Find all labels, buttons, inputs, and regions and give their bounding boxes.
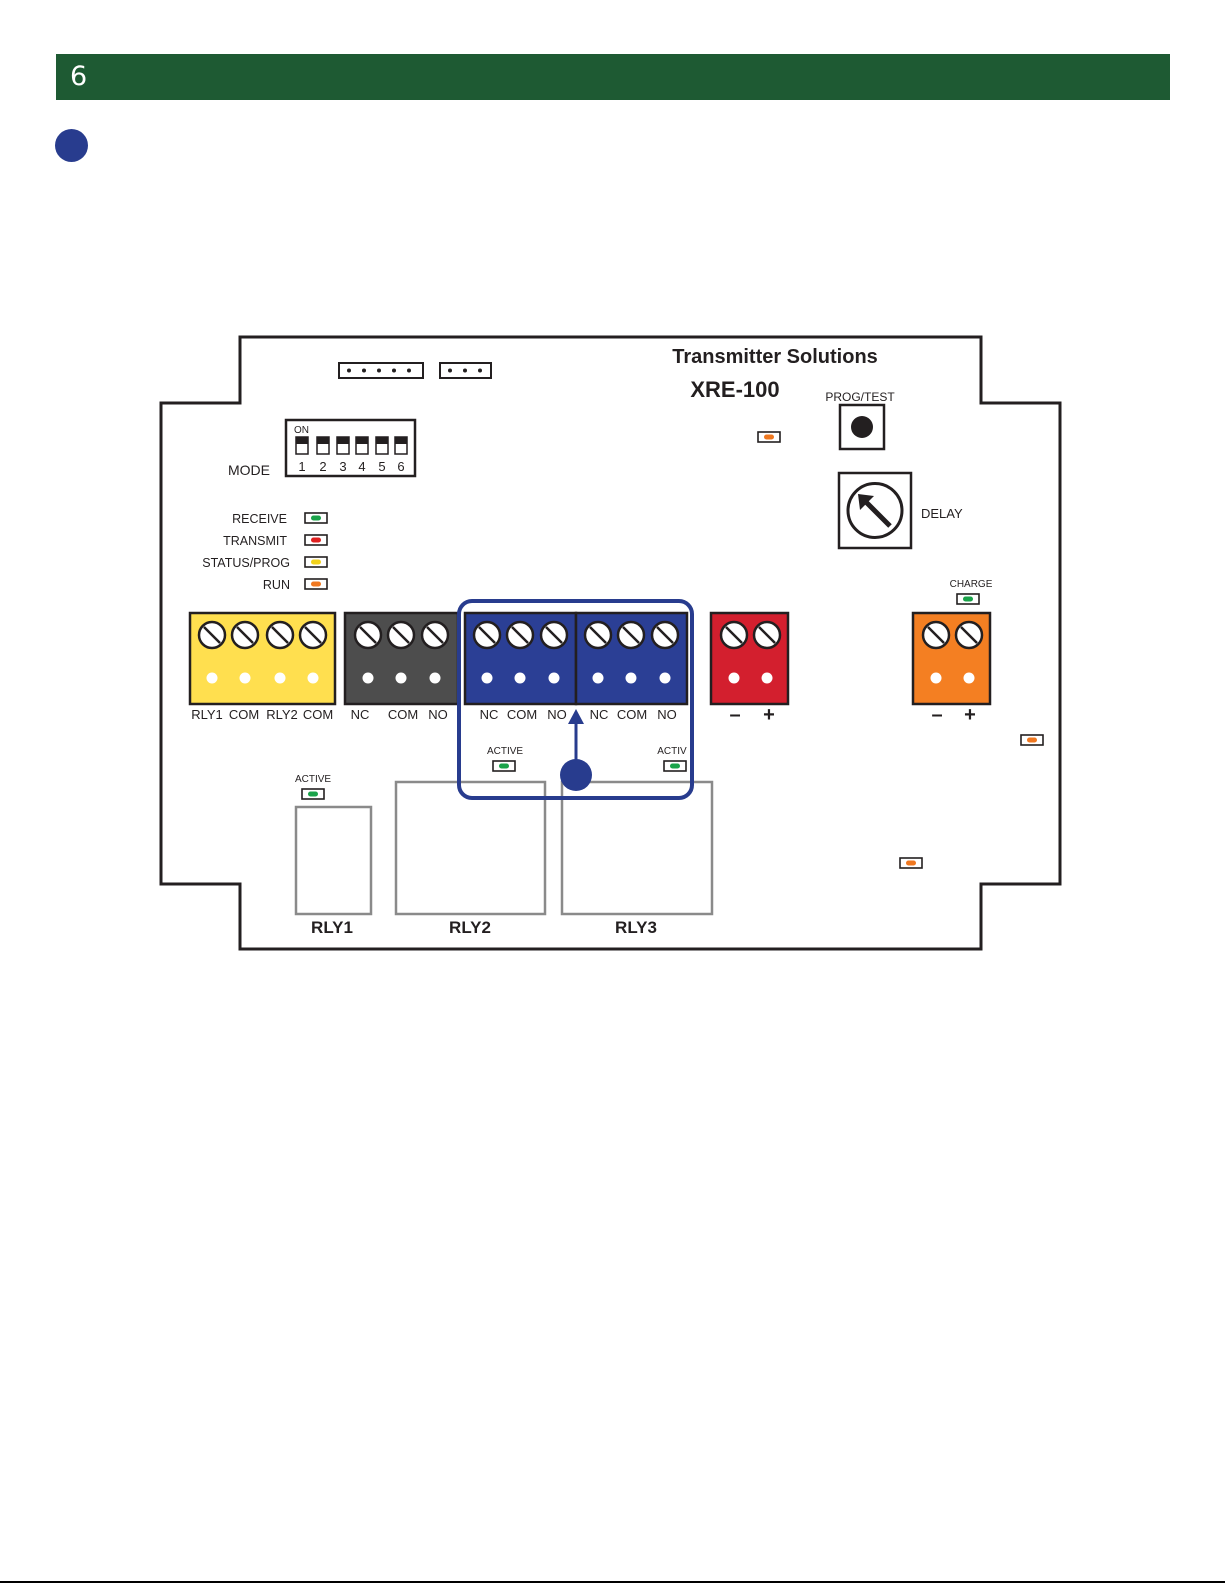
terminal-label: RLY2 — [266, 707, 298, 722]
terminal-label: COM — [507, 707, 537, 722]
pin-header-3 — [440, 363, 491, 378]
status-led-label: RUN — [263, 578, 290, 592]
dip-number: 5 — [378, 459, 385, 474]
terminal-label: COM — [303, 707, 333, 722]
dip-number: 1 — [298, 459, 305, 474]
relay-rly3 — [562, 782, 712, 914]
led-active-rly3 — [664, 761, 686, 771]
terminal-label: NC — [590, 707, 609, 722]
charge-label: CHARGE — [950, 579, 993, 590]
active-label-rly2: ACTIVE — [487, 746, 523, 757]
dip-number: 4 — [358, 459, 365, 474]
active-label-rly1: ACTIVE — [295, 774, 331, 785]
status-led-label: TRANSMIT — [223, 534, 287, 548]
callout-dot — [560, 759, 592, 791]
led-charge — [957, 594, 979, 604]
delay-knob[interactable] — [839, 473, 911, 548]
prog-test-label: PROG/TEST — [825, 390, 895, 404]
relay-label-rly1: RLY1 — [311, 918, 353, 937]
relay-rly1 — [296, 807, 371, 914]
terminal-label: NO — [657, 707, 677, 722]
active-label-rly3: ACTIV — [657, 746, 687, 757]
prog-test-button[interactable] — [840, 405, 884, 449]
terminal-label: + — [964, 704, 976, 726]
relay-label-rly3: RLY3 — [615, 918, 657, 937]
led-active-rly1 — [302, 789, 324, 799]
led-orange-bottom — [900, 858, 922, 868]
dip-on-label: ON — [294, 425, 309, 436]
terminal-label: RLY1 — [191, 707, 223, 722]
delay-label: DELAY — [921, 506, 963, 521]
status-led-label: RECEIVE — [232, 512, 287, 526]
terminal-label: – — [729, 704, 740, 726]
model-name: XRE-100 — [690, 377, 779, 402]
terminal-label: NC — [351, 707, 370, 722]
dip-number: 2 — [319, 459, 326, 474]
brand-name: Transmitter Solutions — [672, 346, 878, 368]
page-bottom-rule — [0, 1581, 1225, 1583]
terminal-label: NO — [547, 707, 567, 722]
led-orange-top — [758, 432, 780, 442]
relay-label-rly2: RLY2 — [449, 918, 491, 937]
status-led-label: STATUS/PROG — [202, 556, 290, 570]
terminal-label: + — [763, 704, 775, 726]
terminal-label: – — [931, 704, 942, 726]
pin-header-6 — [339, 363, 423, 378]
led-active-rly2 — [493, 761, 515, 771]
dip-number: 6 — [397, 459, 404, 474]
terminal-label: COM — [388, 707, 418, 722]
relay-rly2 — [396, 782, 545, 914]
terminal-label: NC — [480, 707, 499, 722]
mode-label: MODE — [228, 462, 270, 478]
terminal-label: NO — [428, 707, 448, 722]
terminal-label: COM — [229, 707, 259, 722]
led-orange-right — [1021, 735, 1043, 745]
terminal-label: COM — [617, 707, 647, 722]
dip-number: 3 — [339, 459, 346, 474]
